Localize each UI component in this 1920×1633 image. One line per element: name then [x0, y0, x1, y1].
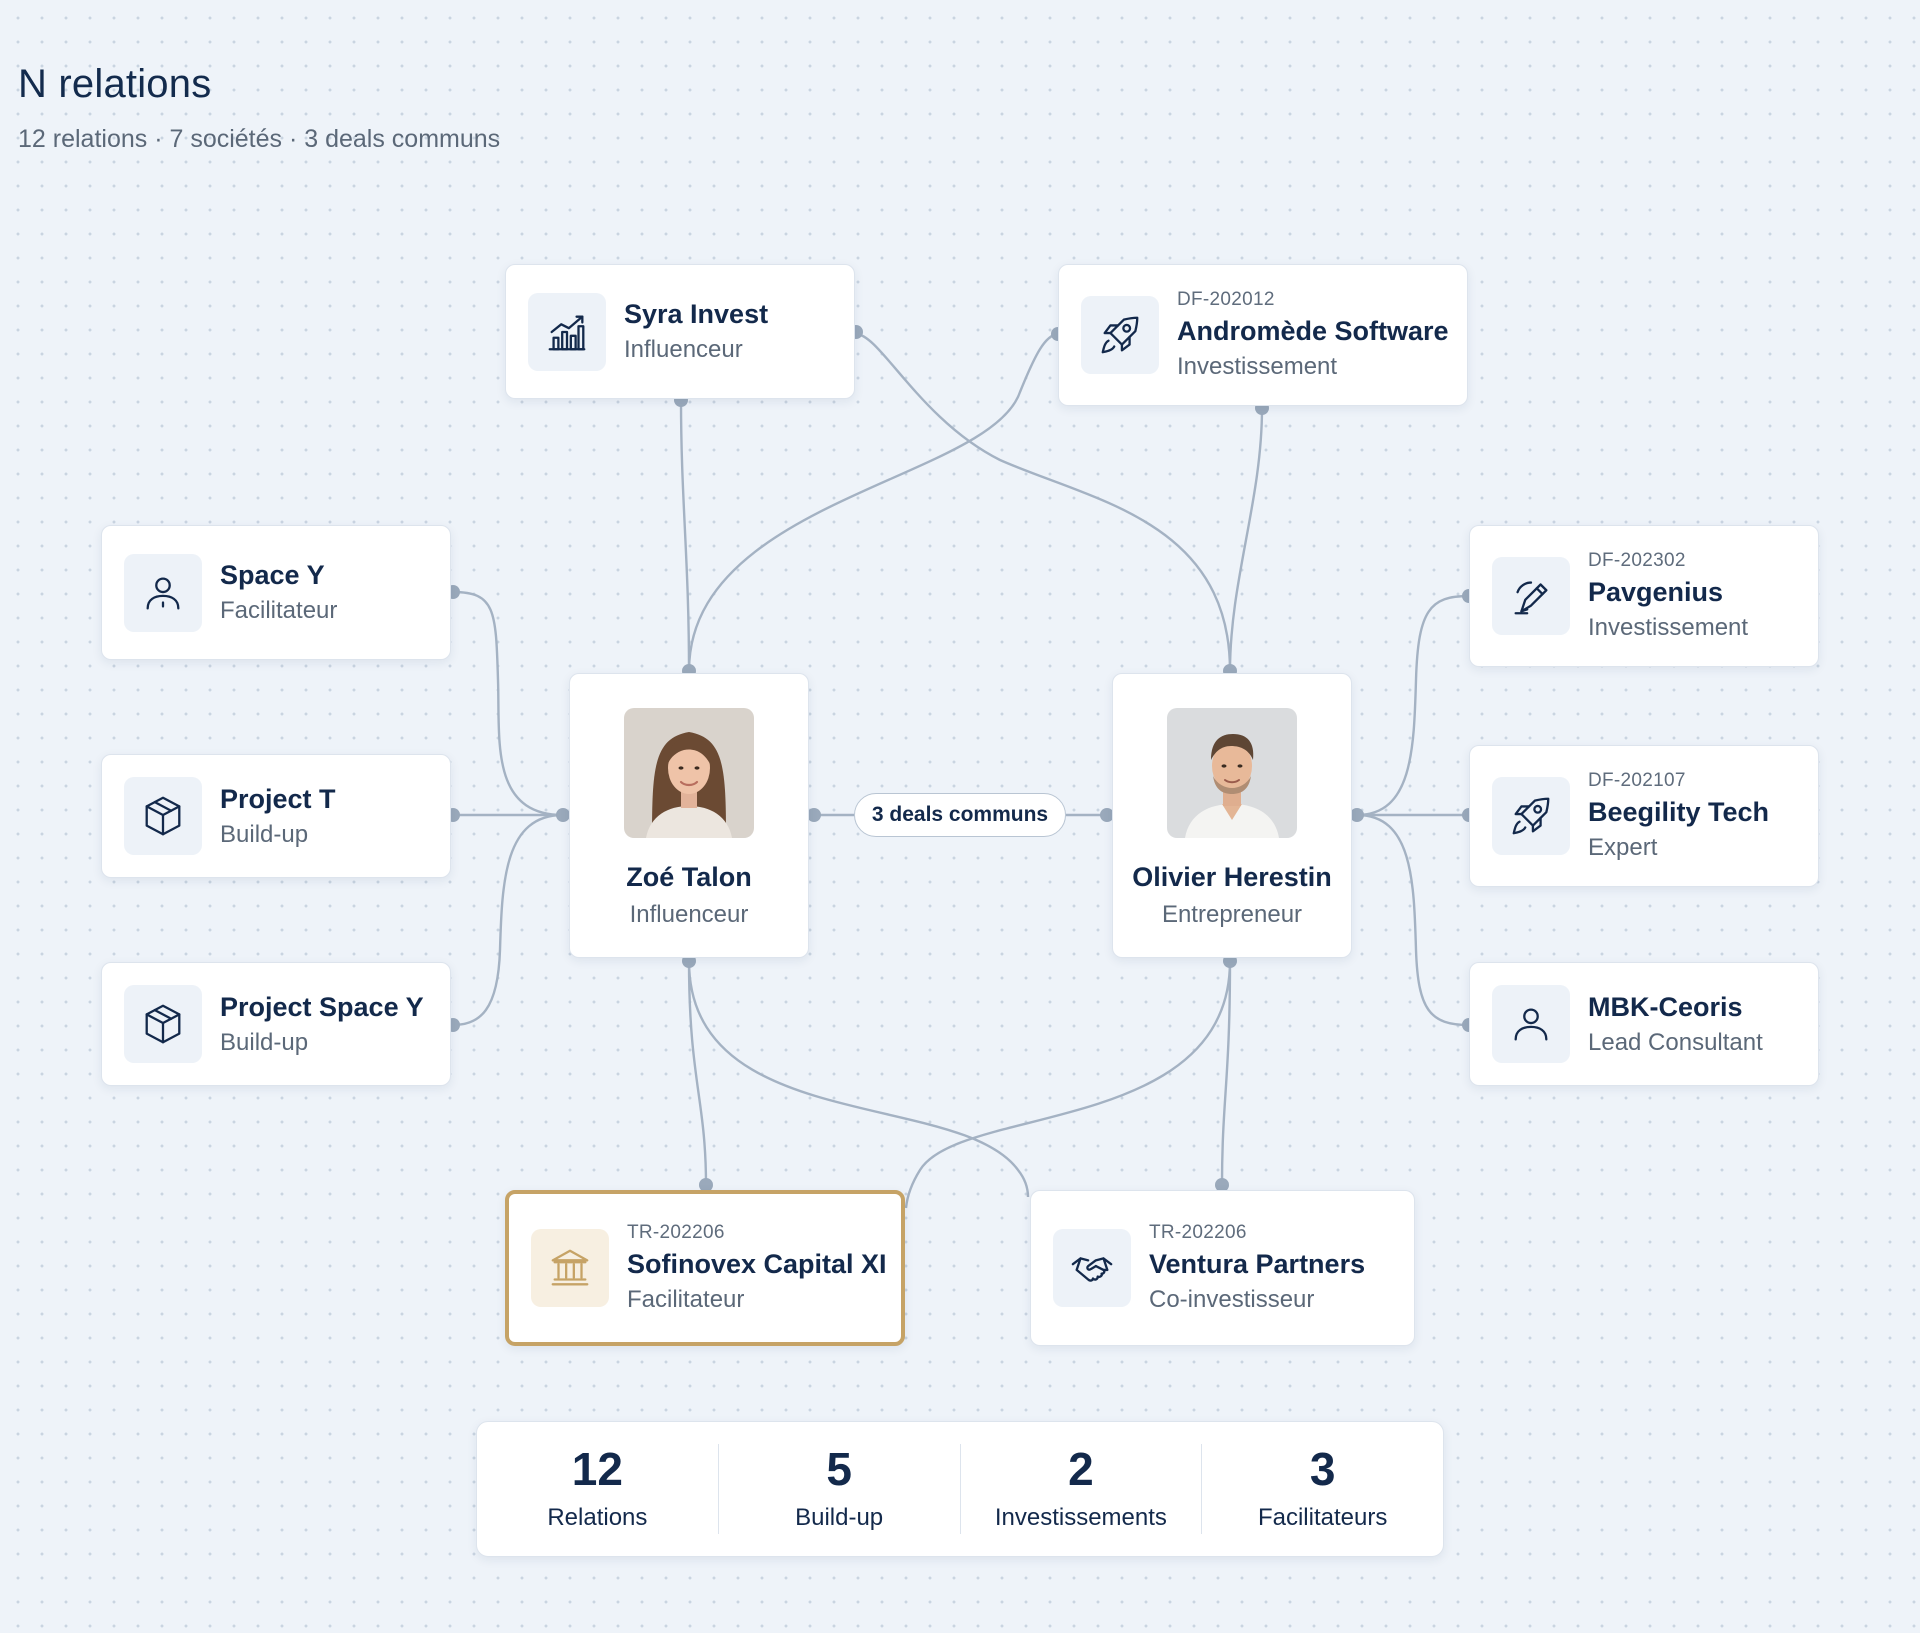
link-zoe-projectspacey — [452, 813, 564, 1027]
stat-label: Relations — [547, 1504, 648, 1531]
node-code: DF-202107 — [1588, 770, 1686, 791]
link-olivier-andromede — [1228, 407, 1264, 672]
node-code: DF-202302 — [1588, 550, 1686, 571]
link-olivier-sofinovex — [904, 960, 1232, 1209]
user-icon — [1492, 985, 1570, 1063]
box-icon — [124, 985, 202, 1063]
bank-icon — [531, 1229, 609, 1307]
node-code: TR-202206 — [1149, 1222, 1247, 1243]
node-project-space-y[interactable]: Project Space Y Build-up — [101, 962, 451, 1086]
node-name: Syra Invest — [624, 299, 769, 329]
summary-stats: 12 Relations 5 Build-up 2 Investissement… — [476, 1421, 1444, 1557]
node-name: Pavgenius — [1588, 577, 1724, 607]
node-role: Lead Consultant — [1588, 1028, 1763, 1056]
stat-facilitateurs[interactable]: 3 Facilitateurs — [1201, 1444, 1443, 1534]
shared-deals-label[interactable]: 3 deals communs — [854, 793, 1066, 837]
stat-value: 3 — [1309, 1443, 1336, 1495]
header: N relations 12 relations · 7 sociétés · … — [18, 62, 500, 154]
stat-value: 12 — [571, 1443, 623, 1495]
node-name: Andromède Software — [1177, 316, 1449, 346]
rocket-icon — [1492, 777, 1570, 855]
stat-label: Facilitateurs — [1257, 1504, 1388, 1531]
link-olivier-pavgenius — [1356, 594, 1470, 817]
page-title: N relations — [18, 62, 212, 106]
person-role: Influenceur — [629, 901, 749, 928]
link-olivier-ventura — [1220, 960, 1232, 1186]
person-name: Olivier Herestin — [1132, 862, 1332, 892]
node-beegility-tech[interactable]: DF-202107 Beegility Tech Expert — [1469, 745, 1819, 887]
node-code: DF-202012 — [1177, 289, 1275, 310]
node-role: Facilitateur — [220, 597, 338, 624]
stat-label: Build-up — [795, 1504, 884, 1531]
node-pavgenius[interactable]: DF-202302 Pavgenius Investissement — [1469, 525, 1819, 667]
node-name: Project Space Y — [220, 991, 424, 1022]
node-andromede-software[interactable]: DF-202012 Andromède Software Investissem… — [1058, 264, 1468, 406]
stat-build-up[interactable]: 5 Build-up — [717, 1443, 960, 1534]
link-zoe-spacey — [452, 590, 564, 817]
person-role: Entrepreneur — [1161, 901, 1303, 928]
node-role: Build-up — [220, 1028, 309, 1056]
node-name: MBK-Ceoris — [1588, 991, 1743, 1022]
stat-value: 2 — [1068, 1443, 1094, 1495]
node-role: Investissement — [1177, 353, 1338, 380]
page-subtitle: 12 relations · 7 sociétés · 3 deals comm… — [18, 125, 501, 153]
pen-icon — [1492, 557, 1570, 635]
node-role: Build-up — [220, 820, 309, 848]
avatar — [624, 708, 754, 838]
node-role: Co-investisseur — [1149, 1286, 1315, 1313]
avatar — [1167, 708, 1297, 838]
node-name: Beegility Tech — [1588, 797, 1770, 827]
stat-investissements[interactable]: 2 Investissements — [959, 1443, 1202, 1534]
person-name: Zoé Talon — [626, 862, 752, 892]
user-icon — [124, 553, 202, 632]
link-olivier-mbk — [1356, 813, 1470, 1027]
rocket-icon — [1081, 296, 1159, 374]
stat-relations[interactable]: 12 Relations — [477, 1444, 718, 1534]
node-role: Investissement — [1588, 614, 1749, 641]
node-project-t[interactable]: Project T Build-up — [101, 754, 451, 878]
link-zoe-syra — [679, 399, 691, 672]
node-syra-invest[interactable]: Syra Invest Influenceur — [505, 264, 855, 399]
person-zoe-talon[interactable]: Zoé Talon Influenceur — [569, 673, 809, 958]
box-icon — [124, 777, 202, 855]
person-olivier-herestin[interactable]: Olivier Herestin Entrepreneur — [1112, 673, 1352, 958]
node-code: TR-202206 — [627, 1222, 725, 1243]
node-mbk-ceoris[interactable]: MBK-Ceoris Lead Consultant — [1469, 962, 1819, 1086]
link-zoe-ventura — [687, 960, 1030, 1198]
node-sofinovex-capital-xi[interactable]: TR-202206 Sofinovex Capital XI Facilitat… — [505, 1190, 905, 1346]
link-olivier-syra — [855, 332, 1232, 672]
stat-value: 5 — [826, 1443, 852, 1495]
chart-bar-icon — [528, 292, 606, 371]
node-role: Facilitateur — [627, 1286, 745, 1313]
node-name: Sofinovex Capital XI — [627, 1249, 887, 1279]
stat-label: Investissements — [994, 1504, 1167, 1531]
node-space-y[interactable]: Space Y Facilitateur — [101, 525, 451, 660]
node-name: Space Y — [220, 560, 325, 590]
node-name: Project T — [220, 783, 336, 814]
node-name: Ventura Partners — [1149, 1249, 1366, 1279]
node-role: Expert — [1588, 834, 1658, 861]
node-ventura-partners[interactable]: TR-202206 Ventura Partners Co-investisse… — [1030, 1190, 1415, 1346]
link-zoe-andromede — [687, 332, 1059, 672]
node-role: Influenceur — [624, 336, 743, 363]
link-zoe-sofinovex — [687, 960, 708, 1186]
handshake-icon — [1053, 1229, 1131, 1307]
